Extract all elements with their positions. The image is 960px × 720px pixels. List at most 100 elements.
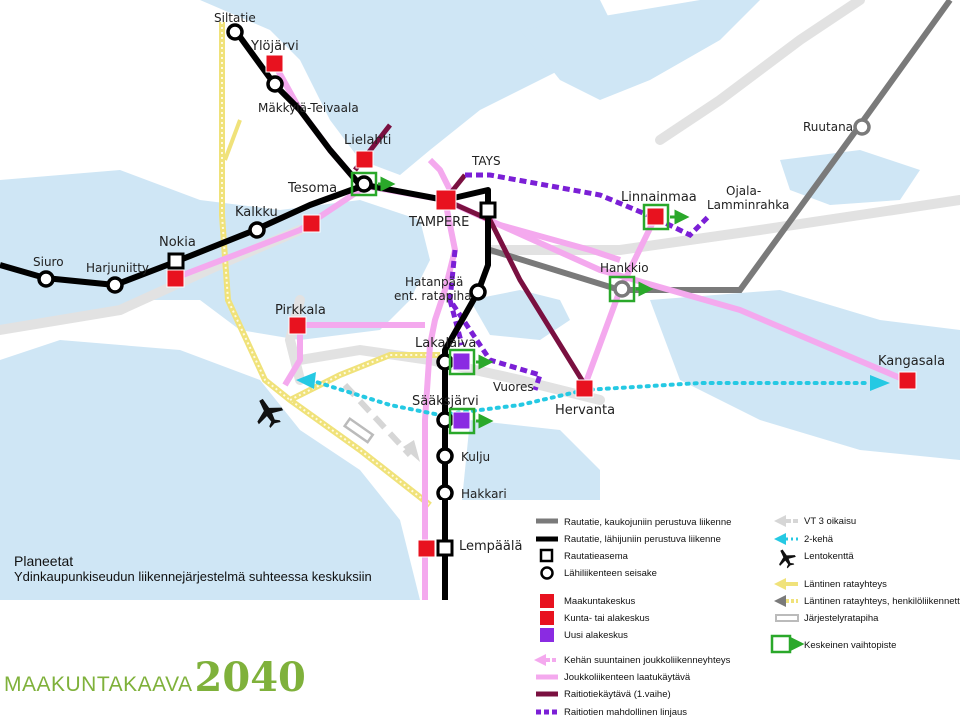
label-kulju: Kulju bbox=[461, 450, 490, 464]
stop-siltatie[interactable] bbox=[226, 23, 244, 41]
label-tesoma: Tesoma bbox=[287, 181, 337, 196]
vt3-arrowhead bbox=[403, 440, 420, 462]
centre-linnainmaa[interactable] bbox=[646, 207, 665, 226]
centre-lempaala-2 bbox=[417, 539, 436, 558]
local-stops bbox=[37, 23, 487, 502]
legend-quality-corridor: Joukkoliikenteen laatukäytävä bbox=[564, 672, 691, 683]
stop-ruutana[interactable] bbox=[853, 118, 871, 136]
stop-hankkio[interactable] bbox=[613, 280, 631, 298]
label-saaksjarvi: Sääksjärvi bbox=[412, 394, 479, 409]
legend-vt3: VT 3 oikaisu bbox=[804, 516, 856, 527]
title-line1: Planeetat bbox=[14, 553, 74, 569]
vt3-shortcut bbox=[342, 382, 413, 458]
label-tampere: TAMPERE bbox=[408, 215, 469, 230]
label-ylojarvi: Ylöjärvi bbox=[250, 39, 299, 54]
stop-siuro[interactable] bbox=[37, 270, 55, 288]
label-linnainmaa: Linnainmaa bbox=[621, 190, 697, 205]
legend-ring-transit: Kehän suuntainen joukkoliikenneyhteys bbox=[564, 655, 731, 666]
interchange-saaksjarvi[interactable] bbox=[448, 407, 476, 435]
stop-kalkku[interactable] bbox=[248, 221, 266, 239]
legend-tram-possible: Raitiotien mahdollinen linjaus bbox=[564, 707, 687, 718]
stop-kulju[interactable] bbox=[436, 447, 454, 465]
legend-right: VT 3 oikaisu 2-kehä Lentokenttä Läntinen… bbox=[770, 515, 960, 654]
legend-western-link-passenger: Läntinen ratayhteys, henkilöliikennettä bbox=[804, 596, 960, 607]
label-lielahti: Lielahti bbox=[344, 133, 391, 148]
centre-tampere[interactable] bbox=[435, 189, 457, 211]
centres bbox=[166, 54, 917, 558]
legend-rail-station: Rautatieasema bbox=[564, 551, 629, 562]
legend-left: Rautatie, kaukojuniin perustuva liikenne… bbox=[534, 517, 731, 718]
centre-ylojarvi[interactable] bbox=[265, 54, 284, 73]
label-ojala: Ojala- bbox=[726, 184, 761, 198]
airport-icon bbox=[257, 398, 284, 428]
stop-lielahti[interactable] bbox=[355, 175, 373, 193]
label-lamminrahka: Lamminrahka bbox=[707, 198, 789, 212]
legend-marshalling-yard: Järjestelyratapiha bbox=[804, 613, 879, 624]
centre-lielahti[interactable] bbox=[355, 150, 374, 169]
station-tampere-east[interactable] bbox=[479, 201, 497, 219]
label-hakkari: Hakkari bbox=[461, 487, 507, 501]
centre-nokia[interactable] bbox=[166, 269, 185, 288]
label-vuores: Vuores bbox=[493, 380, 534, 394]
label-ent-ratapiha: ent. ratapiha bbox=[394, 289, 472, 303]
legend-regional-centre: Maakuntakeskus bbox=[564, 596, 636, 607]
stop-saaksjarvi[interactable] bbox=[436, 411, 454, 429]
subcentre-lakalaiva[interactable] bbox=[452, 352, 471, 371]
interchanges bbox=[350, 171, 670, 435]
legend-ring2: 2-kehä bbox=[804, 534, 834, 545]
subcentre-saaksjarvi[interactable] bbox=[452, 411, 471, 430]
lake-south-west bbox=[0, 340, 420, 600]
legend-municipal-centre: Kunta- tai alakeskus bbox=[564, 613, 650, 624]
stop-lakalaiva[interactable] bbox=[436, 353, 454, 371]
stop-hatanpaa[interactable] bbox=[469, 283, 487, 301]
lake-nasijarvi bbox=[200, 0, 620, 175]
brand-year: 2040 bbox=[194, 654, 306, 701]
rail-local bbox=[0, 28, 491, 600]
stop-hakkari[interactable] bbox=[436, 484, 454, 502]
legend-rail-long: Rautatie, kaukojuniin perustuva liikenne bbox=[564, 517, 731, 528]
rail-long-distance bbox=[489, 0, 953, 293]
station-lempaala-2 bbox=[436, 539, 454, 557]
label-hankkio: Hankkio bbox=[600, 261, 649, 275]
label-pirkkala: Pirkkala bbox=[275, 303, 326, 318]
station-labels: Siltatie Ylöjärvi Mäkkylä-Teivaala Liela… bbox=[33, 11, 945, 554]
ring2 bbox=[308, 378, 872, 418]
label-hervanta: Hervanta bbox=[555, 403, 615, 418]
interchange-arrows bbox=[378, 176, 690, 429]
label-hatanpaa: Hatanpää bbox=[405, 275, 463, 289]
road-northeast bbox=[655, 0, 865, 145]
interchange-lakalaiva[interactable] bbox=[448, 348, 476, 376]
brand-logo: MAAKUNTAKAAVA 2040 bbox=[4, 654, 306, 704]
label-lempaala-2: Lempäälä bbox=[459, 539, 522, 554]
legend-local-stop: Lähiliikenteen seisake bbox=[564, 568, 657, 579]
label-siltatie: Siltatie bbox=[214, 11, 256, 25]
station-nokia[interactable] bbox=[167, 252, 185, 270]
new-subcentres bbox=[452, 352, 471, 430]
legend-airport: Lentokenttä bbox=[804, 551, 854, 562]
centre-tesoma[interactable] bbox=[302, 214, 321, 233]
ring2-arrow-east bbox=[870, 375, 890, 391]
title-line2: Ydinkaupunkiseudun liikennejärjestelmä s… bbox=[14, 569, 372, 584]
centre-hervanta[interactable] bbox=[575, 379, 594, 398]
interchange-linnainmaa[interactable] bbox=[642, 203, 670, 231]
label-kangasala: Kangasala bbox=[878, 354, 945, 369]
interchange-lielahti[interactable] bbox=[350, 171, 378, 197]
interchange-hankkio[interactable] bbox=[608, 275, 636, 303]
label-lakalaiva: Lakalaiva bbox=[415, 336, 476, 351]
label-kalkku: Kalkku bbox=[235, 205, 278, 220]
legend-tram-phase1: Raitiotiekäytävä (1.vaihe) bbox=[564, 689, 671, 700]
tram-possible bbox=[447, 172, 712, 391]
legend-new-subcentre: Uusi alakeskus bbox=[564, 630, 628, 641]
centre-pirkkala[interactable] bbox=[288, 316, 307, 335]
map-title: Planeetat Ydinkaupunkiseudun liikennejär… bbox=[14, 553, 372, 585]
label-makkyla: Mäkkylä-Teivaala bbox=[258, 101, 359, 115]
brand-text: MAAKUNTAKAAVA bbox=[4, 673, 193, 696]
western-rail-link bbox=[219, 22, 440, 508]
legend-western-link: Läntinen ratayhteys bbox=[804, 579, 887, 590]
label-tays: TAYS bbox=[471, 154, 501, 168]
lake-iidesjarvi bbox=[470, 290, 570, 340]
stop-makkyla[interactable] bbox=[266, 75, 284, 93]
centre-kangasala[interactable] bbox=[898, 371, 917, 390]
stop-harjuniitty[interactable] bbox=[106, 276, 124, 294]
